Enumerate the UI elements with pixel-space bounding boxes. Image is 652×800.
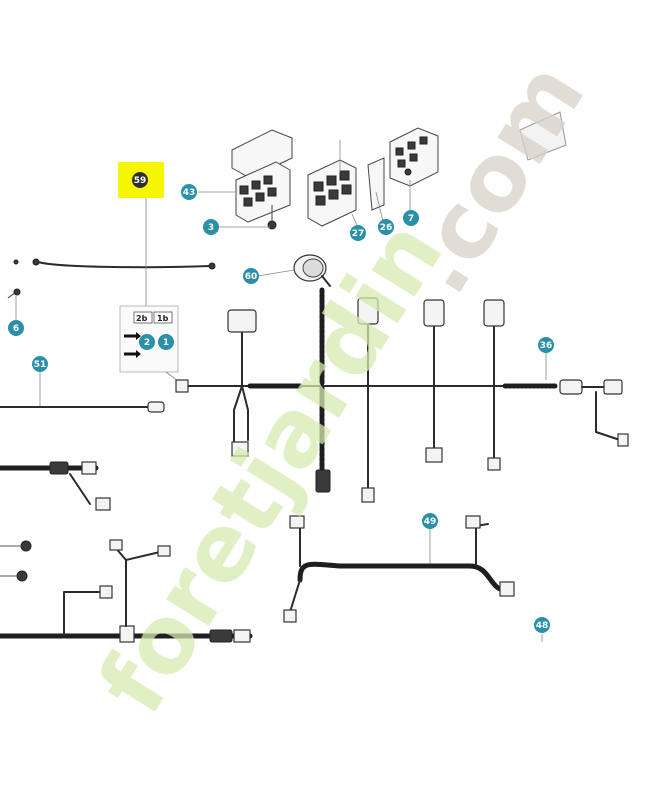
svg-text:3: 3 [208,223,214,233]
cover-part-top-right [519,111,567,161]
terminal-part-6[interactable] [7,288,21,299]
harness-lower-left[interactable] [0,461,253,643]
svg-text:60: 60 [245,272,258,282]
part-label-2[interactable]: 2 [139,334,155,350]
bracket-part-26[interactable] [367,157,385,211]
part-label-49[interactable]: 49 [422,513,438,529]
svg-text:27: 27 [352,229,365,239]
svg-text:2: 2 [144,338,150,348]
part-label-59-highlighted[interactable]: 59 [118,162,164,198]
svg-text:51: 51 [34,360,47,370]
part-label-51[interactable]: 51 [32,356,48,372]
ground-strap-part[interactable] [13,258,216,270]
part-label-7[interactable]: 7 [403,210,419,226]
svg-text:7: 7 [408,214,414,224]
svg-text:1: 1 [163,338,169,348]
svg-text:26: 26 [380,223,393,233]
part-label-27[interactable]: 27 [350,225,366,241]
arrow-head-icon [136,332,141,340]
inset-tag-1b: 1b [157,314,169,323]
svg-text:49: 49 [424,517,437,527]
part-label-60[interactable]: 60 [243,268,259,284]
horn-part-60[interactable] [293,254,331,287]
fuse-block-part[interactable] [307,140,357,227]
svg-text:36: 36 [540,341,553,351]
part-label-1[interactable]: 1 [158,334,174,350]
part-label-36[interactable]: 36 [538,337,554,353]
part-label-26[interactable]: 26 [378,219,394,235]
watermark-main-text: foretjardin [78,203,464,732]
inset-detail: 2b 1b [119,188,183,385]
arrow-head-icon [136,350,141,358]
harness-part-49[interactable] [283,515,515,623]
module-part-7[interactable] [389,127,439,187]
inset-tag-2b: 2b [136,314,148,323]
part-label-48[interactable]: 48 [534,617,550,633]
part-label-6[interactable]: 6 [8,320,24,336]
fuse-box-part-43[interactable] [231,129,293,230]
main-harness[interactable] [175,287,629,503]
svg-text:6: 6 [13,324,19,334]
part-label-43[interactable]: 43 [181,184,197,200]
svg-text:43: 43 [183,188,196,198]
svg-text:59: 59 [134,176,147,186]
svg-text:48: 48 [536,621,549,631]
part-label-3[interactable]: 3 [203,219,219,235]
sensor-cable-part-51[interactable] [0,401,165,413]
